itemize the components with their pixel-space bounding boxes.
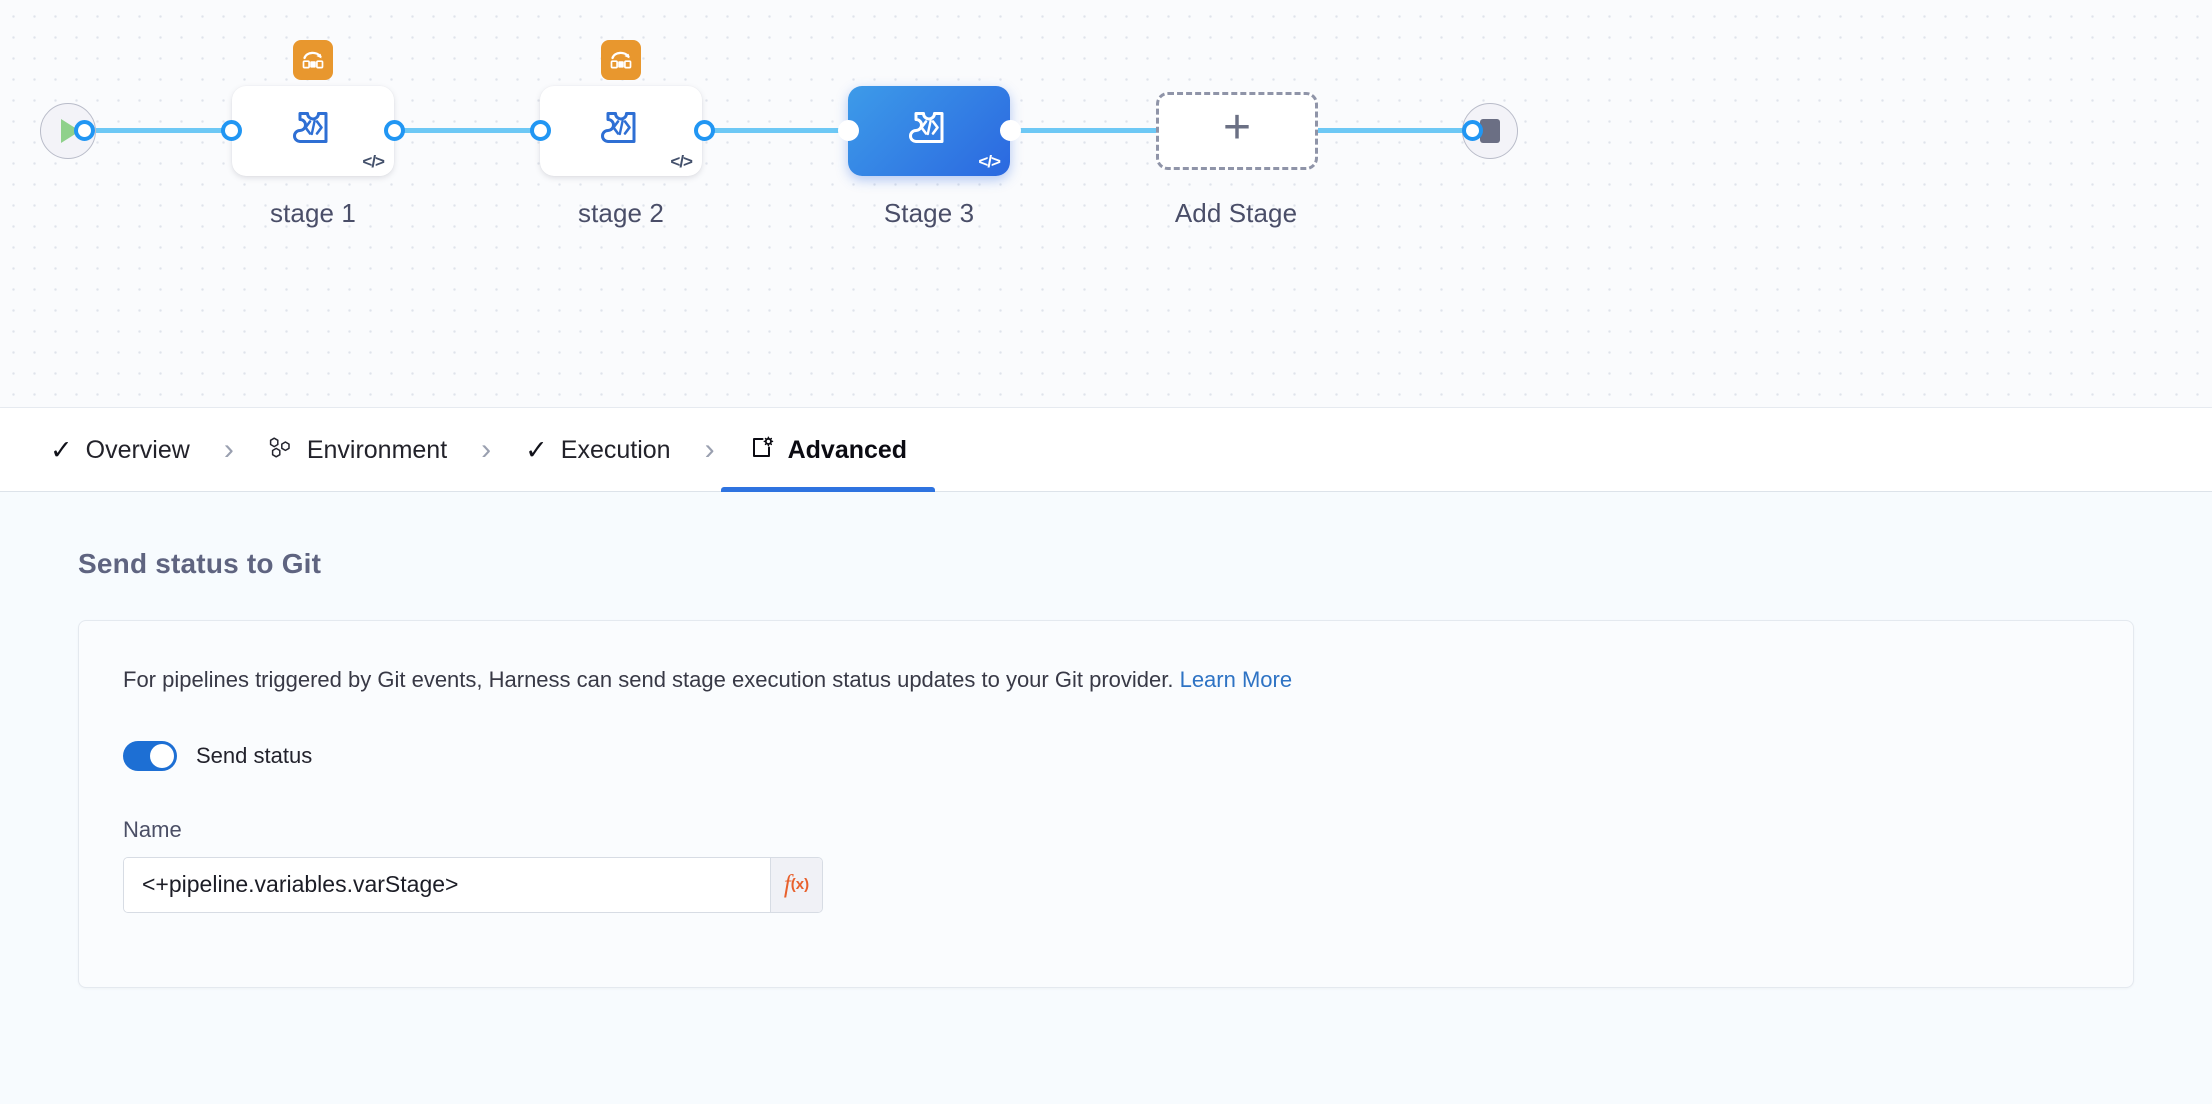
stage-config-tabs[interactable]: ✓ Overview › Environment › ✓ Execution ›…	[0, 408, 2212, 492]
pipeline-start-node[interactable]	[40, 103, 96, 159]
description-text: For pipelines triggered by Git events, H…	[123, 667, 1180, 692]
stage-type-tag: </>	[670, 152, 693, 171]
tab-environment-label: Environment	[306, 435, 448, 464]
add-stage-button[interactable]: +	[1156, 92, 1318, 170]
name-input[interactable]	[124, 857, 770, 912]
tab-execution-label: Execution	[560, 435, 671, 464]
expression-fx-button[interactable]: f(x)	[770, 857, 822, 912]
chevron-right-icon: ›	[704, 432, 715, 466]
connector-dot-stage3-out[interactable]	[1000, 120, 1021, 141]
tab-environment[interactable]: Environment	[240, 408, 475, 492]
stage-type-tag: </>	[362, 152, 385, 171]
custom-stage-icon	[906, 104, 952, 155]
stage-node-1[interactable]: </>	[232, 40, 394, 176]
add-stage-label: Add Stage	[1174, 198, 1298, 228]
tab-advanced[interactable]: Advanced	[720, 408, 936, 492]
page-title: Send status to Git	[78, 548, 322, 579]
connector-dot-stage1-in[interactable]	[221, 120, 242, 141]
connector-dot-stage3-in[interactable]	[838, 120, 859, 141]
wire-stage2-to-stage3	[706, 128, 866, 133]
connector-dot-stage2-in[interactable]	[530, 120, 551, 141]
pipeline-canvas[interactable]: </> stage 1 </> stage 2	[0, 0, 2212, 408]
chevron-right-icon: ›	[223, 432, 234, 466]
connector-dot-start[interactable]	[74, 120, 95, 141]
tab-execution[interactable]: ✓ Execution	[497, 408, 698, 492]
send-status-toggle-row: Send status	[123, 740, 2089, 771]
stop-icon	[1480, 119, 1500, 143]
stage-node-3[interactable]: </>	[848, 86, 1010, 176]
card-description: For pipelines triggered by Git events, H…	[123, 665, 2089, 695]
stage-type-tag: </>	[978, 152, 1001, 171]
matrix-strategy-icon	[293, 40, 333, 80]
advanced-tab-panel: Send status to Git For pipelines trigger…	[0, 492, 2212, 1104]
connector-dot-end[interactable]	[1462, 120, 1483, 141]
stage-node-2[interactable]: </>	[540, 40, 702, 176]
toggle-knob	[150, 743, 174, 768]
stage-label-2: stage 2	[578, 198, 664, 228]
name-field-group: Name f(x)	[123, 817, 2089, 913]
fx-f-glyph: f	[783, 870, 791, 898]
tab-overview-label: Overview	[85, 435, 190, 464]
tab-advanced-label: Advanced	[787, 435, 908, 464]
tab-overview[interactable]: ✓ Overview	[22, 408, 218, 492]
stage-label-3: Stage 3	[883, 198, 975, 228]
plus-icon: +	[1222, 101, 1252, 154]
check-icon: ✓	[525, 434, 548, 465]
send-status-toggle-label: Send status	[196, 742, 313, 768]
check-icon: ✓	[50, 434, 73, 465]
hexagons-icon	[268, 435, 294, 466]
custom-stage-icon	[290, 104, 336, 155]
matrix-strategy-icon	[601, 40, 641, 80]
name-input-wrapper: f(x)	[123, 856, 823, 913]
connector-dot-stage1-out[interactable]	[384, 120, 405, 141]
chevron-right-icon: ›	[481, 432, 492, 466]
name-field-label: Name	[123, 816, 182, 842]
send-status-card: For pipelines triggered by Git events, H…	[78, 620, 2134, 988]
custom-stage-icon	[598, 104, 644, 155]
connector-dot-stage2-out[interactable]	[694, 120, 715, 141]
learn-more-link[interactable]: Learn More	[1179, 667, 1293, 692]
stage-label-1: stage 1	[270, 198, 356, 228]
send-status-toggle[interactable]	[123, 740, 177, 771]
wire-start-to-stage1	[84, 128, 244, 133]
wire-stage3-to-addstage	[1014, 128, 1194, 133]
advanced-icon	[749, 435, 775, 466]
wire-addstage-to-end	[1316, 128, 1480, 133]
fx-x-glyph: (x)	[790, 876, 810, 894]
wire-stage1-to-stage2	[396, 128, 556, 133]
